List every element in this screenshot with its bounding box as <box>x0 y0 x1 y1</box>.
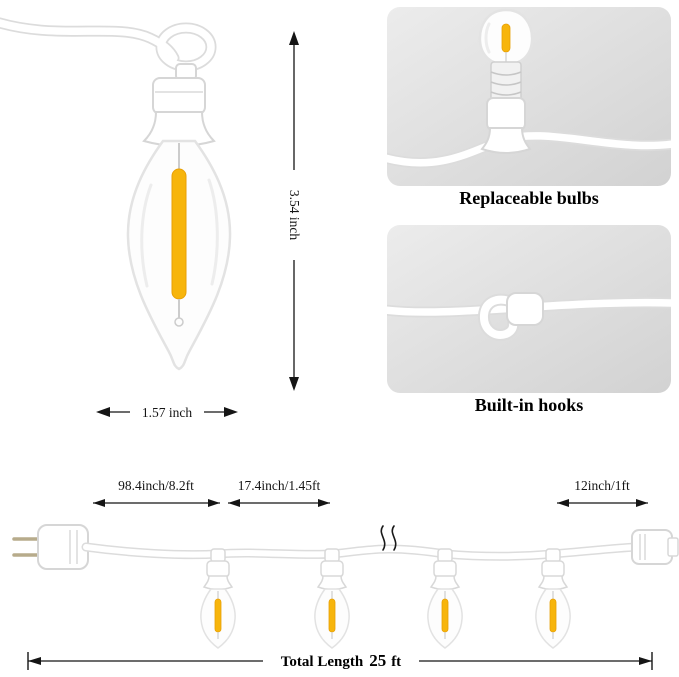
screw-thread <box>490 91 522 96</box>
screw-thread <box>490 81 522 86</box>
hanging-bulb-2 <box>314 548 350 649</box>
spacing-label: 17.4inch/1.45ft <box>238 478 321 493</box>
lead-dimension: 98.4inch/8.2ft <box>93 478 220 507</box>
total-length-label: Total Length 25 ft <box>281 651 401 670</box>
socket-barrel <box>152 77 206 115</box>
glass-highlight <box>484 22 491 54</box>
power-plug <box>12 524 89 570</box>
spacing-dimension: 17.4inch/1.45ft <box>228 478 330 507</box>
connector-body <box>631 529 673 565</box>
hanging-bulb-1 <box>200 548 236 649</box>
plug-body <box>37 524 89 570</box>
edison-bulb <box>126 139 232 371</box>
wire-break-marks <box>380 525 397 551</box>
screw-base <box>490 61 522 103</box>
tail-dimension: 12inch/1ft <box>557 478 648 507</box>
feature-panel-built-in-hooks: Built-in hooks <box>387 225 671 415</box>
end-connector <box>631 529 679 565</box>
width-dimension: 1.57 inch <box>96 405 238 420</box>
tail-length-label: 12inch/1ft <box>574 478 630 493</box>
hook-curl <box>479 295 518 339</box>
total-length-prefix: Total Length <box>281 654 364 670</box>
total-length-dimension: Total Length 25 ft <box>27 651 653 670</box>
stem-loop <box>174 317 184 327</box>
width-label: 1.57 inch <box>142 405 192 420</box>
arrow-down-icon <box>289 377 299 391</box>
total-length-value: 25 <box>369 651 386 670</box>
connector-tip <box>667 537 679 557</box>
panel-artwork <box>387 292 671 341</box>
arrow-right-icon <box>208 499 220 507</box>
socket-barrel <box>486 97 526 131</box>
arrow-right-icon <box>636 499 648 507</box>
lamp-socket <box>142 63 216 147</box>
feature-caption-built-in-hooks: Built-in hooks <box>475 395 584 415</box>
total-length-unit: ft <box>391 654 401 670</box>
arrow-right-icon <box>639 657 652 665</box>
pendant-cord <box>0 17 217 72</box>
panel-artwork <box>387 8 671 169</box>
lead-length-label: 98.4inch/8.2ft <box>118 478 194 493</box>
screw-thread <box>490 71 522 76</box>
height-label: 3.54 inch <box>287 190 302 240</box>
filament <box>171 168 187 300</box>
string-light-diagram: 98.4inch/8.2ft 17.4inch/1.45ft 12inch/1f… <box>12 478 679 670</box>
arrow-right-icon <box>318 499 330 507</box>
arrow-up-icon <box>289 31 299 45</box>
glass-highlight-left <box>140 183 153 288</box>
height-dimension: 3.54 inch <box>287 31 302 391</box>
bulb-detail-illustration: 3.54 inch 1.57 inch <box>0 17 302 420</box>
filament <box>501 23 511 53</box>
cord <box>0 19 178 62</box>
led-filament-assembly <box>171 143 187 327</box>
hanging-bulb-3 <box>427 548 463 649</box>
arrow-left-icon <box>96 407 110 417</box>
feature-caption-replaceable-bulbs: Replaceable bulbs <box>459 188 599 208</box>
hanging-bulb-4 <box>535 548 571 649</box>
arrow-right-icon <box>224 407 238 417</box>
feature-panel-replaceable-bulbs: Replaceable bulbs <box>387 7 671 208</box>
socket-skirt <box>480 127 532 154</box>
hook-mount <box>506 292 544 326</box>
glass-highlight-right <box>207 178 219 286</box>
